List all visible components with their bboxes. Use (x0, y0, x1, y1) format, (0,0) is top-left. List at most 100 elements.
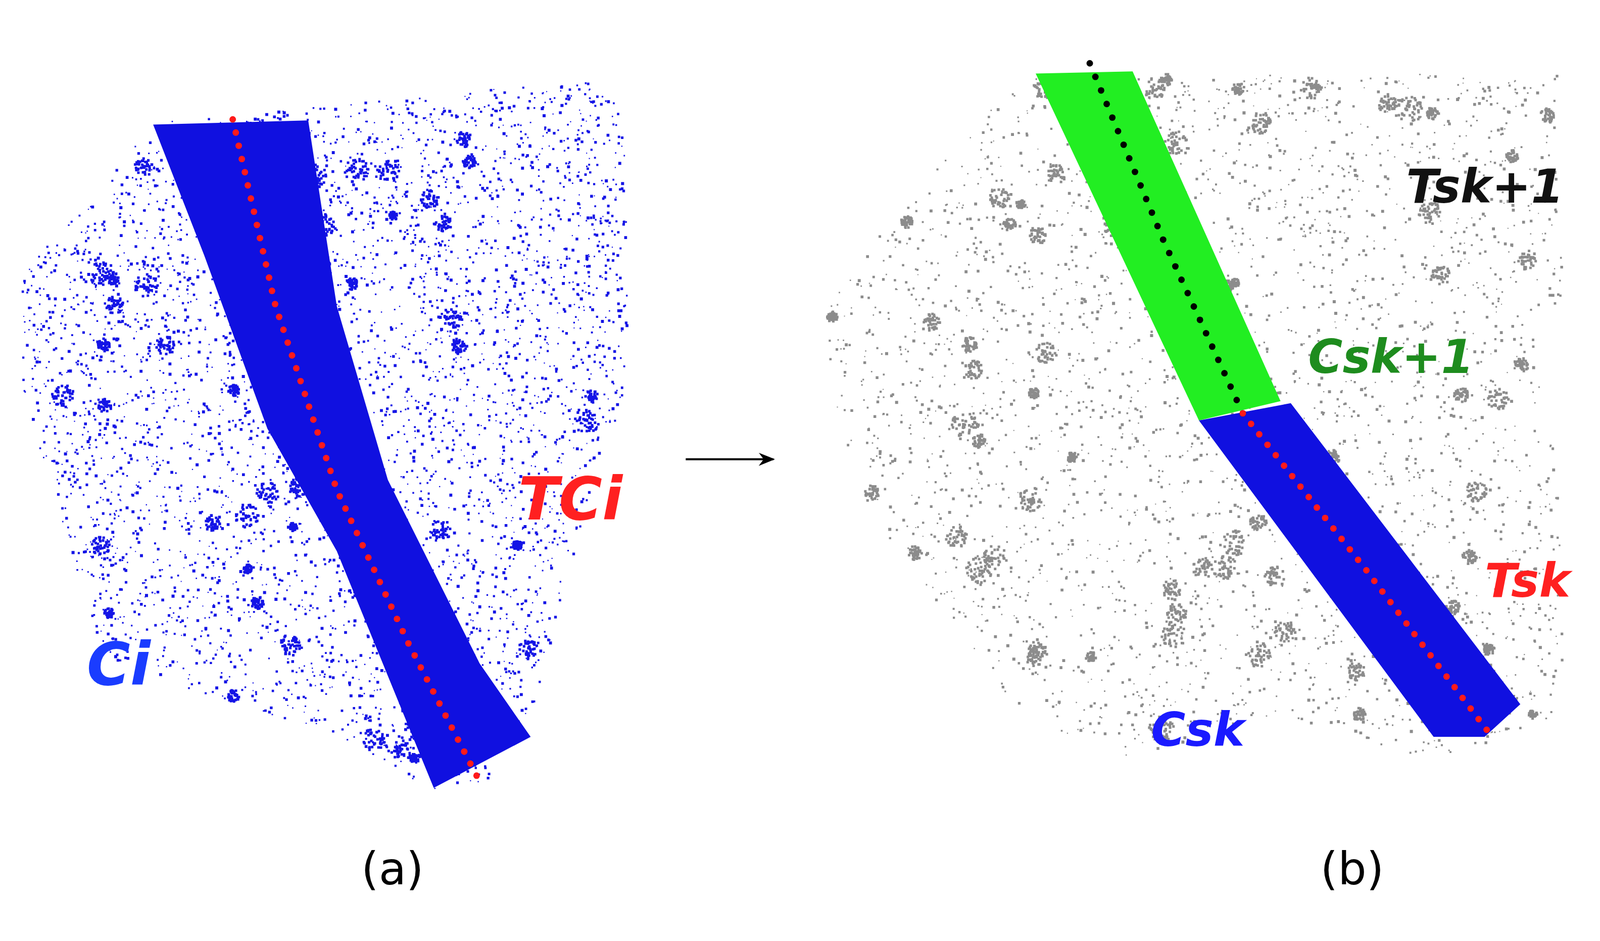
trajectory-point (288, 352, 296, 359)
trajectory-point (1221, 369, 1228, 377)
trajectory-point (314, 428, 321, 436)
trajectory-point (1255, 430, 1263, 438)
trajectory-point (417, 663, 424, 671)
trajectory-point (1394, 609, 1402, 616)
trajectory-point (348, 517, 355, 524)
trajectory-point (1427, 651, 1434, 659)
trajectory-point (1354, 556, 1362, 563)
trajectory-point (1233, 396, 1240, 404)
trajectory-point (1330, 524, 1337, 532)
trajectory-point (271, 300, 279, 308)
trajectory-point (1467, 704, 1474, 712)
trajectory-point (1288, 472, 1296, 480)
trajectory-point (1459, 694, 1467, 701)
trajectory-point (1126, 155, 1133, 162)
trajectory-point (1086, 60, 1094, 67)
trajectory-point (262, 261, 270, 268)
point-scatter (21, 82, 629, 790)
trajectory-point (1387, 598, 1394, 606)
trajectory-point (265, 274, 273, 281)
trajectory-point (280, 326, 287, 333)
trajectory-point (1097, 86, 1105, 94)
trajectory-point (1227, 383, 1234, 391)
trajectory-point (1411, 630, 1418, 638)
trajectory-point (1483, 725, 1490, 733)
trajectory-point (1451, 683, 1459, 691)
symbol-label: Ci (86, 634, 151, 694)
trajectory-point (327, 467, 334, 474)
trajectory-point (454, 736, 462, 743)
trajectory-point (1114, 127, 1122, 135)
trajectory-point (1190, 303, 1198, 310)
trajectory-point (229, 116, 236, 123)
trajectory-point (259, 248, 267, 255)
symbol-label: Tsk (1484, 557, 1571, 605)
trajectory-point (1108, 114, 1116, 121)
trajectory-point (411, 651, 418, 659)
trajectory-point (1120, 141, 1128, 149)
trajectory-point (268, 287, 276, 295)
trajectory-point (399, 627, 407, 635)
trajectory-point (1196, 316, 1204, 323)
trajectory-point (1313, 504, 1321, 511)
trajectory-point (232, 129, 239, 136)
trajectory-point (275, 313, 283, 321)
trajectory-point (284, 338, 292, 346)
trajectory-point (1092, 73, 1099, 81)
trajectory-point (1148, 209, 1156, 216)
trajectory-point (331, 480, 338, 488)
trajectory-point (1166, 249, 1173, 257)
trajectory-point (238, 155, 246, 163)
trajectory-point (1131, 168, 1139, 176)
road-band-a (153, 120, 531, 788)
trajectory-point (353, 529, 361, 537)
trajectory-point (336, 493, 344, 500)
trajectory-point (1435, 662, 1442, 669)
trajectory-point (359, 542, 366, 549)
trajectory-point (370, 566, 378, 573)
symbol-label: TCi (518, 469, 623, 529)
segment-csk (1198, 403, 1521, 737)
trajectory-point (1103, 100, 1110, 108)
trajectory-point (293, 364, 300, 372)
trajectory-point (235, 142, 242, 150)
trajectory-point (1475, 715, 1482, 722)
trajectory-point (442, 711, 449, 719)
trajectory-point (365, 554, 372, 561)
trajectory-point (256, 234, 264, 242)
trajectory-point (342, 505, 349, 512)
trajectory-point (473, 771, 480, 779)
trajectory-point (1272, 451, 1280, 459)
trajectory-point (322, 454, 330, 462)
trajectory-point (305, 403, 313, 410)
trajectory-point (1184, 289, 1191, 297)
trajectory-point (460, 748, 468, 755)
trajectory-point (1172, 263, 1179, 270)
trajectory-point (435, 700, 443, 707)
symbol-label: Csk+1 (1307, 333, 1474, 381)
segment-csk1 (1035, 71, 1281, 421)
trajectory-point (467, 760, 474, 767)
trajectory-point (382, 591, 390, 598)
trajectory-point (1178, 276, 1185, 283)
symbol-label: Csk (1150, 706, 1245, 754)
trajectory-point (241, 168, 249, 176)
trajectory-point (253, 221, 261, 229)
point-cloud-b (826, 72, 1564, 756)
trajectory-point (388, 603, 395, 610)
trajectory-point (1338, 535, 1345, 543)
trajectory-point (244, 181, 252, 189)
trajectory-point (1305, 493, 1313, 501)
trajectory-point (318, 442, 326, 449)
trajectory-dots (229, 60, 1490, 780)
trajectory-point (1264, 441, 1271, 449)
arrow (685, 458, 774, 461)
trajectory-point (310, 416, 317, 423)
trajectory-point (297, 377, 304, 385)
trajectory-point (1280, 462, 1288, 469)
trajectory-point (1247, 420, 1255, 427)
trajectory-point (301, 390, 309, 398)
trajectory-point (1379, 588, 1386, 595)
trajectory-point (1443, 672, 1450, 680)
